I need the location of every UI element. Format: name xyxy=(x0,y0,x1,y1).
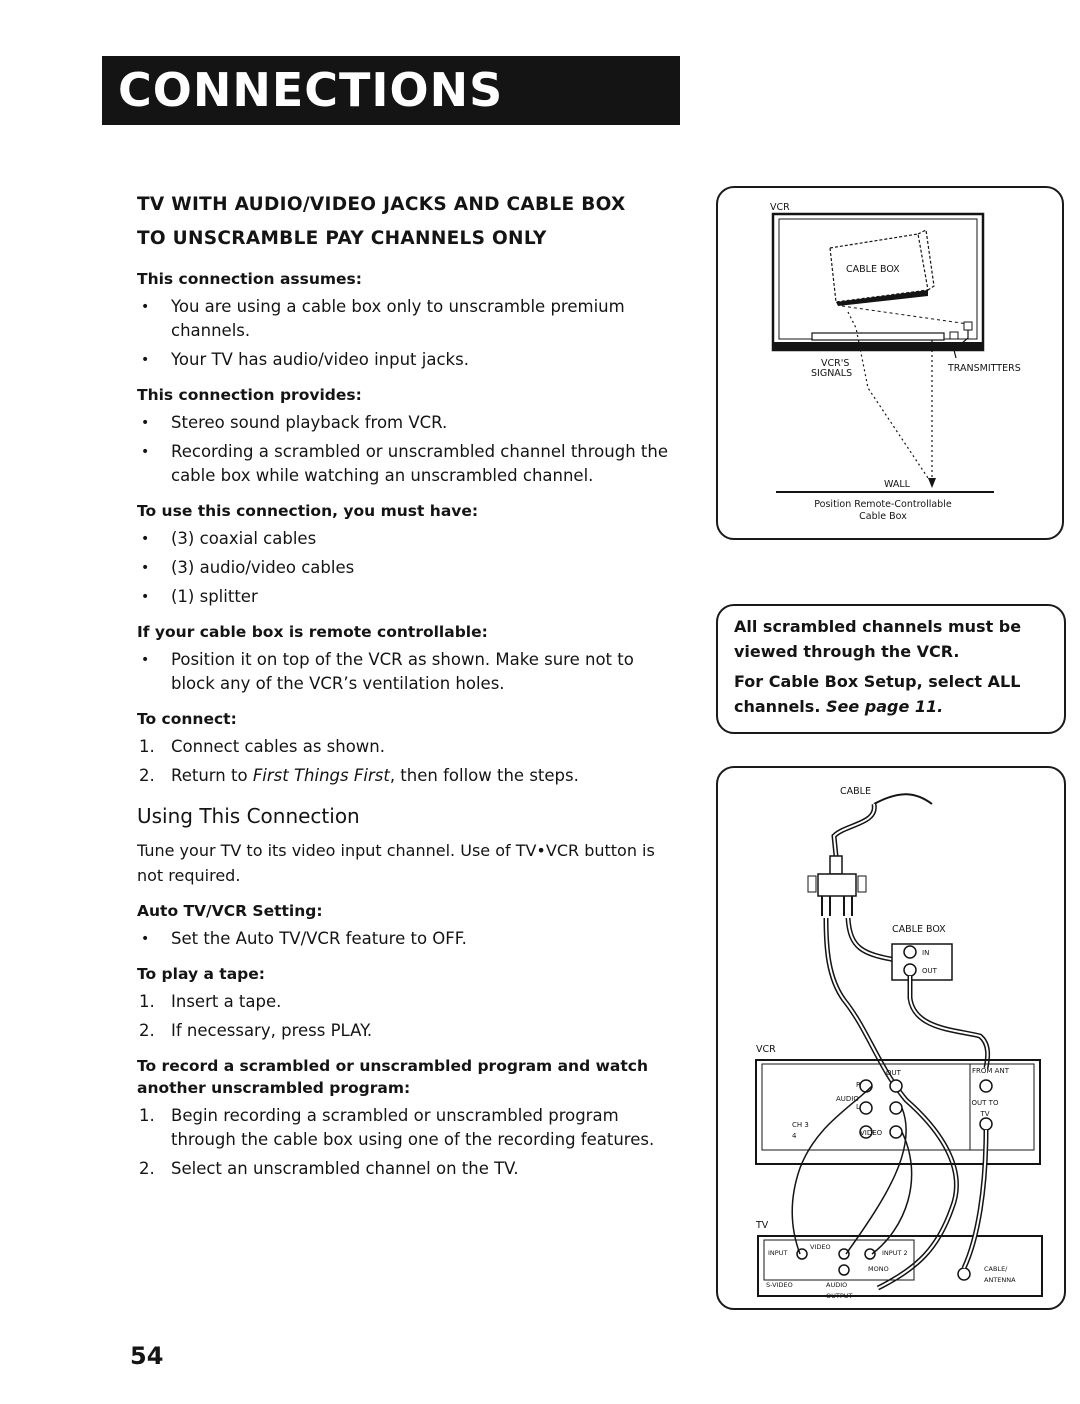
list-item: Position it on top of the VCR as shown. … xyxy=(137,648,682,696)
cable-box-label: CABLE BOX xyxy=(892,924,946,935)
out-to-tv-label: OUT TO TV xyxy=(971,1099,999,1118)
cable-box-label: CABLE BOX xyxy=(846,264,900,275)
step-number: 1. xyxy=(139,1106,155,1125)
list-item: (3) coaxial cables xyxy=(137,527,682,551)
tv-input-label: INPUT xyxy=(768,1249,788,1257)
cable-antenna-label: CABLE/ ANTENNA xyxy=(984,1265,1016,1284)
step-text: Select an unscrambled channel on the TV. xyxy=(171,1159,519,1178)
from-ant-label: FROM ANT xyxy=(972,1067,1009,1075)
audio-l-label: L xyxy=(856,1103,860,1111)
vcr-signals-label-1: VCR'S xyxy=(821,358,850,369)
wiring-illustration xyxy=(755,793,1043,1297)
play-tape-heading: To play a tape: xyxy=(137,965,265,983)
step-number: 2. xyxy=(139,1021,155,1040)
list-item: Recording a scrambled or unscrambled cha… xyxy=(137,440,682,488)
step-number: 2. xyxy=(139,766,155,785)
ch34-label: CH 3 4 xyxy=(792,1121,809,1140)
scrambled-channels-note: All scrambled channels must be viewed th… xyxy=(716,604,1066,734)
to-connect-steps: 1. Connect cables as shown. 2. Return to F… xyxy=(137,735,682,788)
wiring-diagram: CABLE CABLE BOX IN OUT VCR OUT FROM ANT … xyxy=(716,766,1066,1310)
audio-output-label: AUDIO OUTPUT xyxy=(826,1281,853,1300)
auto-tvvcr-list: Set the Auto TV/VCR feature to OFF. xyxy=(137,927,682,951)
vcr-video-label: VIDEO xyxy=(860,1129,883,1137)
step-item: 2. Return to First Things First, then fol… xyxy=(137,764,682,788)
first-things-first-ref: First Things First xyxy=(252,766,390,785)
tv-video-label: VIDEO xyxy=(810,1243,831,1251)
tv-label: TV xyxy=(756,1220,769,1231)
list-item: (1) splitter xyxy=(137,585,682,609)
using-intro: Tune your TV to its video input channel.… xyxy=(137,841,655,885)
step-text: Begin recording a scrambled or unscrambl… xyxy=(171,1106,655,1149)
banner-title: CONNECTIONS xyxy=(118,63,504,117)
step-item: 2. If necessary, press PLAY. xyxy=(137,1019,682,1043)
note-line1: All scrambled channels must be viewed th… xyxy=(734,617,1022,661)
using-connection-title: Using This Connection xyxy=(137,804,360,828)
section-title-line1: TV With Audio/Video Jacks and Cable Box xyxy=(137,194,626,215)
step-text: If necessary, press PLAY. xyxy=(171,1021,373,1040)
step-text: Connect cables as shown. xyxy=(171,737,386,756)
to-connect-heading: To connect: xyxy=(137,710,237,728)
section-title-line2: To Unscramble Pay Channels Only xyxy=(137,228,547,249)
remote-list: Position it on top of the VCR as shown. … xyxy=(137,648,682,696)
list-item: Set the Auto TV/VCR feature to OFF. xyxy=(137,927,682,951)
vcr-signals-label-2: SIGNALS xyxy=(811,368,853,379)
step-number: 2. xyxy=(139,1159,155,1178)
placement-caption-line2: Cable Box xyxy=(859,511,907,522)
note-line2: For Cable Box Setup, select ALL channels… xyxy=(734,669,1050,719)
record-heading: To record a scrambled or unscrambled pro… xyxy=(137,1057,648,1097)
step-number: 1. xyxy=(139,737,155,756)
input2-label: INPUT 2 xyxy=(882,1249,908,1257)
must-have-heading: To use this connection, you must have: xyxy=(137,502,479,520)
wall-label: WALL xyxy=(884,479,910,490)
list-item: Your TV has audio/video input jacks. xyxy=(137,348,682,372)
audio-r-label: R xyxy=(856,1081,861,1089)
step-number: 1. xyxy=(139,992,155,1011)
vcr-label: VCR xyxy=(770,202,790,213)
vcr-label: VCR xyxy=(756,1044,776,1055)
list-item: (3) audio/video cables xyxy=(137,556,682,580)
page-number: 54 xyxy=(130,1342,164,1370)
section-banner xyxy=(102,56,680,125)
step-item: 1. Begin recording a scrambled or unscram… xyxy=(137,1104,682,1152)
transmitters-label: TRANSMITTERS xyxy=(948,363,1021,374)
must-have-list: (3) coaxial cables (3) audio/video cable… xyxy=(137,527,682,609)
cable-label: CABLE xyxy=(840,786,871,797)
list-item: You are using a cable box only to unscra… xyxy=(137,295,682,343)
step-item: 1. Insert a tape. xyxy=(137,990,682,1014)
see-page-ref: See page 11. xyxy=(825,697,944,716)
step-item: 2. Select an unscrambled channel on the T… xyxy=(137,1157,682,1181)
step-text: Return to xyxy=(171,766,253,785)
play-tape-steps: 1. Insert a tape. 2. If necessary, press P… xyxy=(137,990,682,1043)
auto-tvvcr-heading: Auto TV/VCR Setting: xyxy=(137,902,323,920)
step-item: 1. Connect cables as shown. xyxy=(137,735,682,759)
step-text: Insert a tape. xyxy=(171,992,282,1011)
cable-box-placement-diagram: VCR CABLE BOX VCR'S SIGNALS TRANSMITTERS… xyxy=(716,186,1064,540)
audio-label: AUDIO xyxy=(836,1095,859,1103)
remote-heading: If your cable box is remote controllable… xyxy=(137,623,488,641)
note-text: For Cable Box Setup, select ALL channels… xyxy=(734,672,1021,716)
step-text: , then follow the steps. xyxy=(389,766,579,785)
main-column: TV With Audio/Video Jacks and Cable Box … xyxy=(137,188,682,1181)
s-video-label: S-VIDEO xyxy=(766,1281,793,1289)
vcr-out-label: OUT xyxy=(886,1069,901,1077)
assumes-heading: This connection assumes: xyxy=(137,270,362,288)
placement-caption-line1: Position Remote-Controllable xyxy=(814,499,952,510)
cable-box-out-label: OUT xyxy=(922,967,937,975)
placement-illustration xyxy=(771,212,994,493)
assumes-list: You are using a cable box only to unscra… xyxy=(137,295,682,372)
record-steps: 1. Begin recording a scrambled or unscram… xyxy=(137,1104,682,1181)
mono-label: MONO xyxy=(868,1265,889,1273)
provides-list: Stereo sound playback from VCR. Recordin… xyxy=(137,411,682,488)
cable-box-in-label: IN xyxy=(922,949,930,957)
list-item: Stereo sound playback from VCR. xyxy=(137,411,682,435)
provides-heading: This connection provides: xyxy=(137,386,362,404)
